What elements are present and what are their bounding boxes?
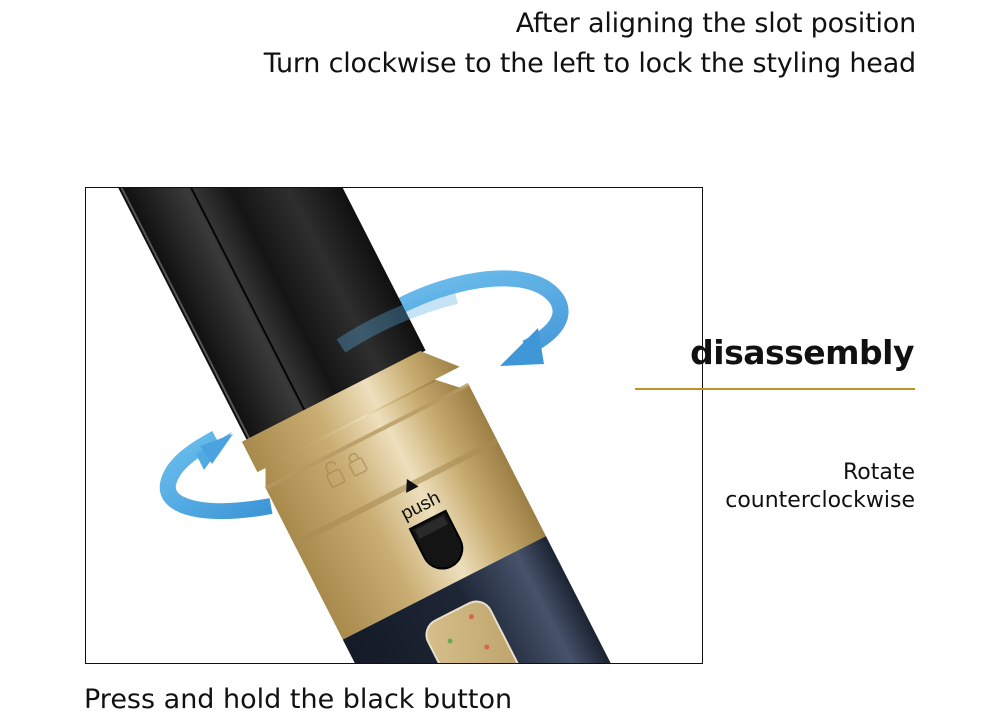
barrel (111, 188, 426, 442)
top-caption-line-2: Turn clockwise to the left to lock the s… (263, 48, 916, 79)
rotate-arrow-icon-front (159, 430, 273, 519)
bottom-caption: Press and hold the black button (84, 684, 513, 715)
product-illustration: push (85, 187, 703, 664)
indicator-panel-icon (425, 600, 557, 663)
top-caption-line-1: After aligning the slot position (515, 8, 916, 39)
rotate-arrow-icon-back (345, 270, 569, 366)
description-line-1: Rotate (842, 460, 915, 485)
section-description: Rotate counterclockwise (725, 459, 915, 515)
gold-collar: push (242, 350, 546, 640)
section-title: disassembly (690, 333, 914, 372)
lock-icon (348, 453, 368, 477)
curling-iron-illustration: push (111, 188, 683, 663)
handle (342, 536, 683, 663)
unlock-icon (325, 461, 346, 488)
top-caption: After aligning the slot position Turn cl… (264, 4, 916, 84)
push-button-icon (408, 509, 464, 570)
divider-line (635, 388, 915, 390)
description-line-2: counterclockwise (725, 488, 915, 513)
push-arrow-icon (406, 478, 419, 493)
